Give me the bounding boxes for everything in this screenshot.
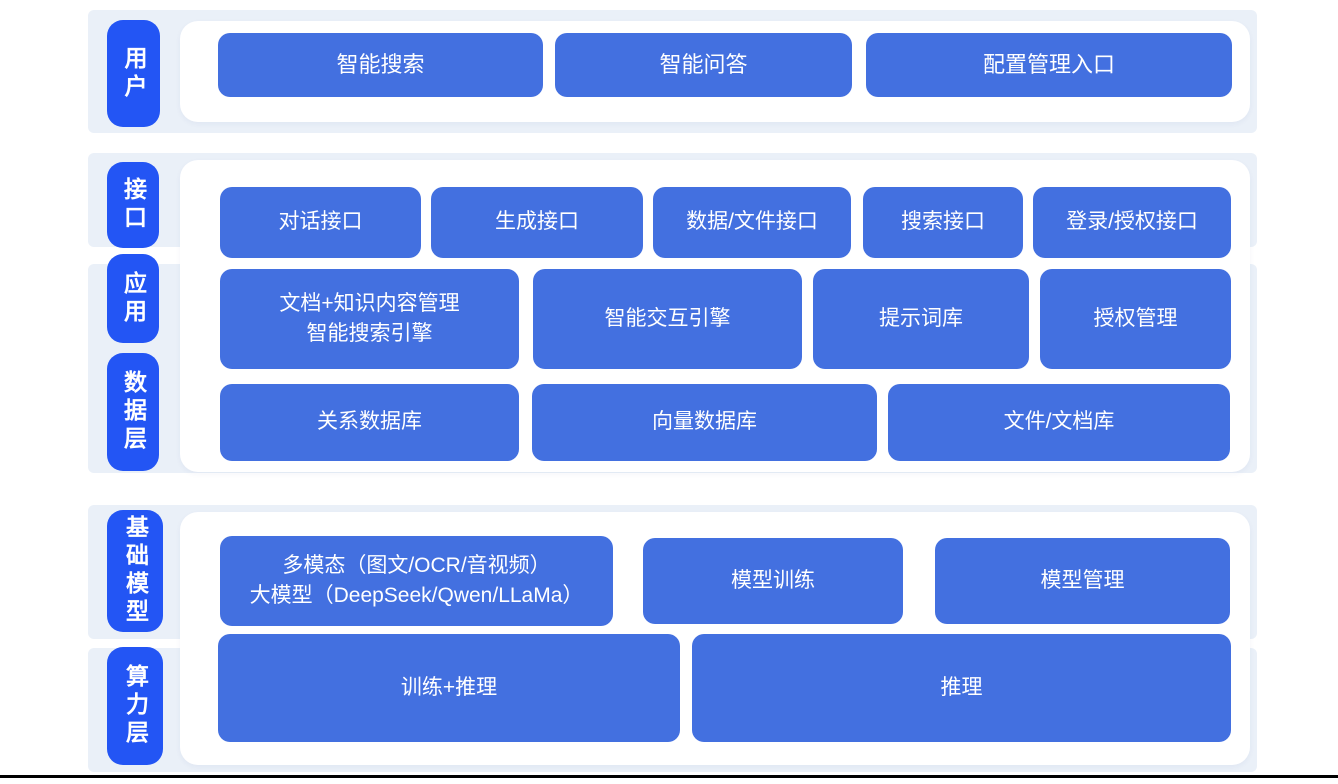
node-model-management: 模型管理 — [935, 538, 1230, 624]
node-smart-search: 智能搜索 — [218, 33, 543, 97]
node-data-file-api: 数据/文件接口 — [653, 187, 851, 258]
node-smart-qa: 智能问答 — [555, 33, 852, 97]
layer-label-interface: 接口 — [107, 162, 159, 248]
node-vector-db: 向量数据库 — [532, 384, 877, 461]
node-multimodal-llm: 多模态（图文/OCR/音视频） 大模型（DeepSeek/Qwen/LLaMa） — [220, 536, 613, 626]
layer-label-application-text: 应用 — [120, 270, 147, 327]
bottom-divider — [0, 775, 1338, 778]
layer-label-compute: 算力层 — [107, 647, 163, 765]
node-prompt-library: 提示词库 — [813, 269, 1029, 369]
node-auth-management: 授权管理 — [1040, 269, 1231, 369]
layer-label-application: 应用 — [107, 254, 159, 343]
node-inference: 推理 — [692, 634, 1231, 742]
node-doc-knowledge-search-engine: 文档+知识内容管理 智能搜索引擎 — [220, 269, 519, 369]
layer-label-compute-text: 算力层 — [122, 664, 149, 748]
node-dialog-api: 对话接口 — [220, 187, 421, 258]
node-relational-db: 关系数据库 — [220, 384, 519, 461]
layer-label-interface-text: 接口 — [120, 177, 147, 233]
node-generation-api: 生成接口 — [431, 187, 643, 258]
layer-label-user-text: 用户 — [121, 45, 147, 102]
node-login-auth-api: 登录/授权接口 — [1033, 187, 1231, 258]
node-training-inference: 训练+推理 — [218, 634, 680, 742]
node-file-doc-db: 文件/文档库 — [888, 384, 1230, 461]
node-smart-interaction-engine: 智能交互引擎 — [533, 269, 802, 369]
node-search-api: 搜索接口 — [863, 187, 1023, 258]
node-model-training: 模型训练 — [643, 538, 903, 624]
layer-label-user: 用户 — [107, 20, 160, 127]
node-config-management-entry: 配置管理入口 — [866, 33, 1232, 97]
layer-label-data-text: 数据层 — [120, 370, 147, 454]
layer-label-data: 数据层 — [107, 353, 159, 471]
layer-label-foundation-model-text: 基础模型 — [122, 515, 149, 627]
layer-label-foundation-model: 基础模型 — [107, 510, 163, 632]
